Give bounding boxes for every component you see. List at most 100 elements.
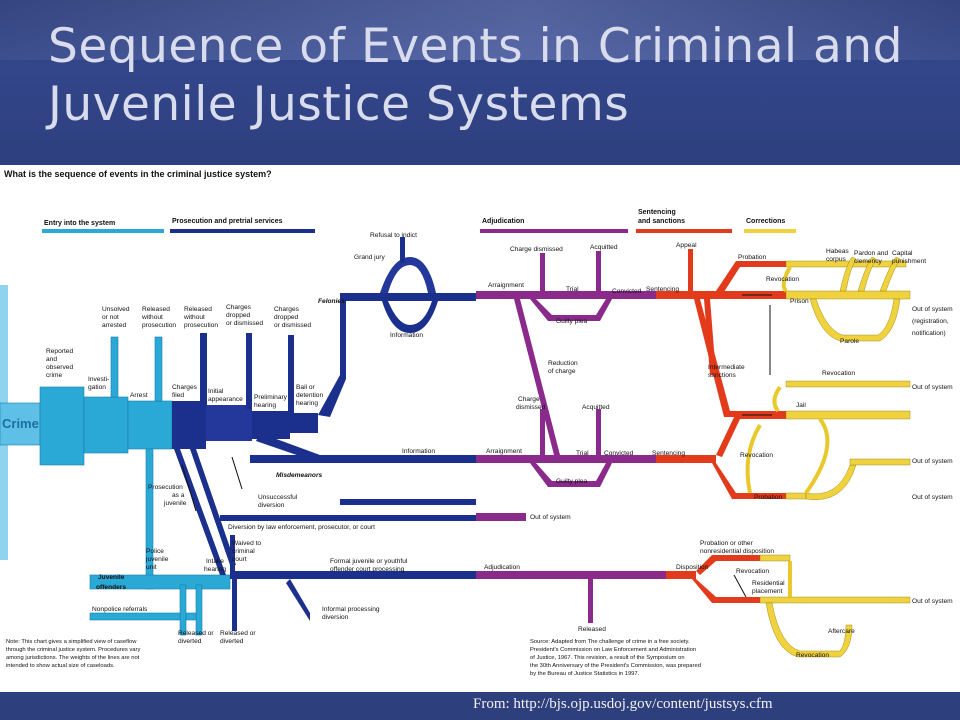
lbl-out3: Out of system [912, 458, 953, 465]
refusal-drop [400, 237, 405, 263]
charge-dismissed-f [540, 253, 545, 293]
lbl-out1-2: (registration, [912, 318, 949, 325]
legend-sentencing-bar [636, 229, 732, 233]
legend-corrections: Corrections [746, 218, 785, 225]
lbl-revocation-m: Revocation [740, 452, 773, 459]
lbl-convicted-m: Convicted [604, 450, 634, 457]
lbl-intermediate-2: sanctions [708, 372, 737, 379]
lbl-unsolved-1: Unsolved [102, 306, 130, 313]
legend-prosecution: Prosecution and pretrial services [172, 218, 283, 225]
conn-rev-2 [804, 417, 830, 495]
misdemeanor-diag [256, 433, 320, 463]
lbl-charges-e1: Charges [274, 306, 300, 313]
lbl-trial-f: Trial [566, 286, 579, 293]
grand-jury-arc [380, 257, 436, 293]
arrow-5 [231, 456, 243, 490]
lbl-released-2: without [141, 314, 163, 321]
released-drop [154, 336, 163, 402]
conn-prob-prison [781, 266, 792, 293]
released-diverted-b [195, 584, 203, 636]
lbl-habeas-1: Habeas [826, 248, 849, 255]
lbl-charges-filed-2: filed [172, 392, 184, 399]
misd-arraignment-line [476, 455, 656, 463]
title-line-1: Sequence of Events in Criminal and [48, 19, 903, 74]
lbl-waived-1: Waived to [232, 540, 261, 547]
correction-connectors [745, 266, 830, 597]
probation-f-line [785, 260, 907, 268]
entry-stage [0, 285, 231, 636]
lbl-arraignment-f: Arraignment [488, 282, 524, 289]
felony-arraignment-line [476, 291, 656, 299]
information-arc [382, 301, 438, 333]
unsuccessful-line [340, 499, 476, 505]
diagram-labels: Reported and observed crime Unsolved or … [46, 232, 953, 659]
note-line-1: Note: This chart gives a simplified view… [6, 639, 137, 645]
lbl-sentencing-f: Sentencing [646, 286, 679, 293]
legend-adjudication: Adjudication [482, 218, 524, 225]
arrow-4 [181, 464, 197, 512]
legend: Entry into the system Prosecution and pr… [42, 209, 796, 233]
lbl-diversion: Diversion by law enforcement, prosecutor… [228, 524, 375, 531]
lbl-probation-m: Probation [754, 494, 783, 501]
lbl-initial-2: appearance [208, 396, 243, 403]
charges-dropped-b [288, 335, 294, 415]
juvenile-formal-line [230, 571, 476, 579]
juv-res-line [759, 596, 911, 604]
lbl-convicted-f: Convicted [612, 288, 642, 295]
lbl-rel-div-a2: diverted [178, 638, 202, 645]
title-line-2: Juvenile Justice Systems [48, 77, 630, 132]
lbl-parole: Parole [840, 338, 859, 345]
juvenile-adjudication-line [476, 571, 666, 579]
reported-block [39, 386, 85, 466]
conn-rev-1 [745, 423, 762, 494]
informal-branch [286, 579, 310, 621]
misd-fan-low [712, 463, 786, 499]
acquitted-f [596, 251, 601, 291]
charges-dropped-a [246, 333, 252, 409]
lbl-information-m: Information [402, 448, 435, 455]
lbl-police-juv-2: juvenile [145, 556, 169, 563]
lbl-unsuccessful-2: diversion [258, 502, 285, 509]
lbl-habeas-2: corpus [826, 256, 846, 263]
crime-block [0, 402, 41, 446]
lbl-released-1: Released [142, 306, 170, 313]
arrest-block [127, 400, 173, 450]
lbl-charges-filed-1: Charges [172, 384, 198, 391]
lbl-acquitted-m: Acquitted [582, 404, 610, 411]
lbl-misdemeanors: Misdemeanors [276, 472, 323, 479]
lbl-released-j: Released [578, 626, 606, 633]
slide-footer: From: http://bjs.ojp.usdoj.gov/content/j… [0, 692, 960, 720]
juv-fan-top [696, 555, 760, 575]
lbl-felonies: Felonies [318, 298, 345, 305]
charges-filed-block [172, 401, 206, 449]
released-prosecution-drop [200, 333, 207, 405]
investigation-block [83, 396, 129, 454]
lbl-juvenile-off-2: offenders [96, 584, 126, 591]
slide-title: Sequence of Events in Criminal and Juven… [48, 18, 948, 134]
lbl-out5: Out of system [912, 598, 953, 605]
lbl-jail: Jail [796, 402, 806, 409]
appeal-drop [688, 249, 693, 291]
lbl-revocation-j1: Revocation [736, 568, 769, 575]
diagram-question: What is the sequence of events in the cr… [4, 169, 272, 179]
initial-appearance-block [206, 405, 252, 441]
slide-header: Sequence of Events in Criminal and Juven… [0, 0, 960, 165]
lbl-unsuccessful-1: Unsuccessful [258, 494, 298, 501]
jail-line [785, 410, 911, 420]
released-diverted-a [179, 584, 187, 636]
lbl-trial-m: Trial [576, 450, 589, 457]
lbl-formal-2: offender court processing [330, 566, 405, 573]
lbl-charges-d3: or dismissed [226, 320, 263, 327]
reduction-diag [514, 299, 560, 455]
juv-fan-low [692, 579, 760, 603]
lbl-revocation-f2: Revocation [822, 370, 855, 377]
lbl-charge-dis-m1: Charge [518, 396, 540, 403]
lbl-unsolved-3: arrested [102, 322, 127, 329]
felony-fan-top [716, 261, 786, 295]
lbl-initial-1: Initial [208, 388, 224, 395]
lbl-waived-3: court [232, 556, 247, 563]
lbl-juvenile-off-1: Juvenile [98, 574, 125, 581]
lbl-capital-1: Capital [892, 250, 913, 257]
lbl-charges-e2: dropped [274, 314, 299, 321]
lbl-prison: Prison [790, 298, 809, 305]
